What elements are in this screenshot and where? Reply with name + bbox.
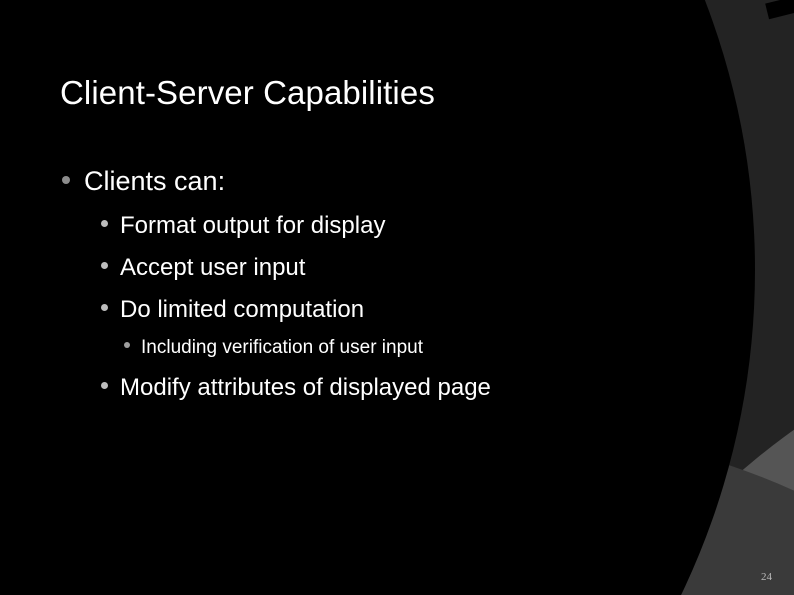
bullet-item-level2: Modify attributes of displayed page	[101, 374, 491, 402]
bullet-item-level3: Including verification of user input	[124, 337, 423, 359]
bullet-dot-icon	[101, 262, 108, 269]
bullet-dot-icon	[62, 176, 70, 184]
bullet-label: Do limited computation	[120, 296, 365, 323]
bullet-item-level2: Do limited computation	[101, 296, 364, 324]
bullet-dot-icon	[101, 304, 108, 311]
bullet-dot-icon	[101, 382, 108, 389]
bullet-label: Clients can:	[84, 166, 226, 196]
bullet-item-level2: Format output for display	[101, 212, 385, 240]
bullet-label: Accept user input	[120, 254, 306, 281]
slide-title: Client-Server Capabilities	[60, 74, 435, 111]
bullet-dot-icon	[124, 342, 130, 348]
bullet-dot-icon	[101, 220, 108, 227]
bullet-label: Format output for display	[120, 212, 386, 239]
bullet-label: Including verification of user input	[141, 337, 423, 358]
bullet-label: Modify attributes of displayed page	[120, 374, 491, 401]
bullet-item-level1: Clients can:	[62, 166, 225, 197]
bullet-item-level2: Accept user input	[101, 254, 305, 282]
slide-number: 24	[761, 571, 772, 583]
